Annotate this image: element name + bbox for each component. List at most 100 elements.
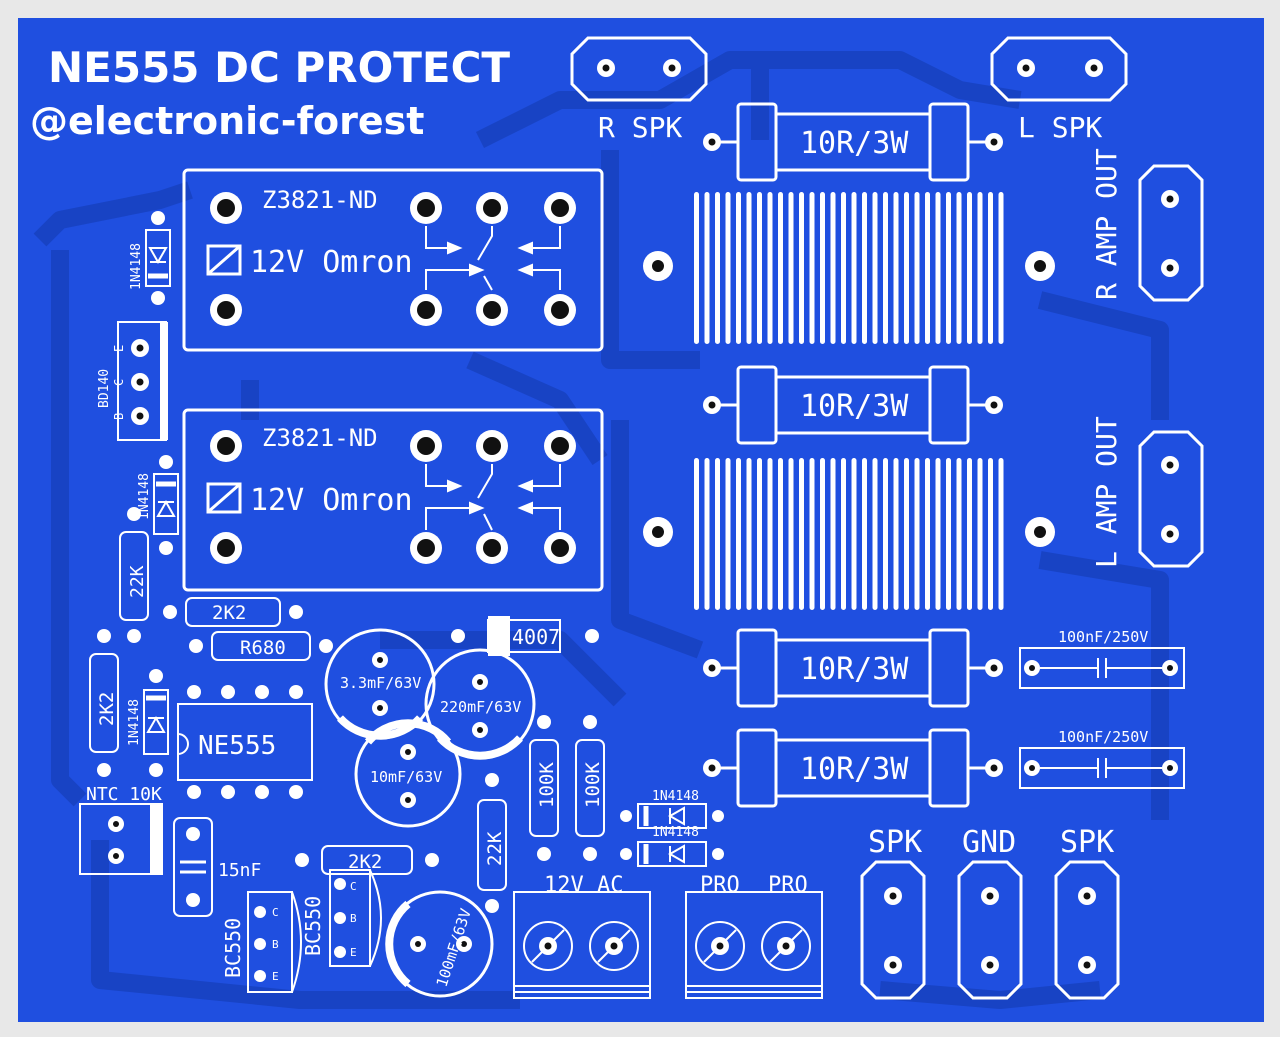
heatsink-fin xyxy=(746,192,752,344)
ic-ne555: NE555 xyxy=(177,703,313,781)
heatsink-fin xyxy=(820,458,825,610)
r-680-label: R680 xyxy=(240,637,286,659)
board-title: NE555 DC PROTECT xyxy=(48,43,510,92)
l-amp-out-label: L AMP OUT xyxy=(1090,416,1123,568)
ne555-label: NE555 xyxy=(198,731,276,761)
transistor-bd140: BD140 E C B xyxy=(97,321,168,441)
heatsink-fin xyxy=(725,458,731,610)
relay-1-switch-symbol xyxy=(425,226,561,291)
diode-d3-label: 1N4148 xyxy=(127,699,142,746)
heatsink-fin xyxy=(904,192,909,344)
film-cap-2-label: 100nF/250V xyxy=(1058,728,1148,746)
r-2k2-a-label: 2K2 xyxy=(212,602,246,624)
ic-pin xyxy=(187,685,201,699)
cap-3m3: 3.3mF/63V xyxy=(324,628,436,740)
heatsink-fin xyxy=(967,458,972,610)
heatsink-fin xyxy=(998,192,1004,344)
relay-1-part: Z3821-ND xyxy=(262,186,378,214)
heatsink-fin xyxy=(851,458,857,610)
power-resistor-4: 10R/3W xyxy=(703,728,1003,808)
r-100k-b-label: 100K xyxy=(582,762,604,808)
heatsink-fin xyxy=(715,458,720,610)
cap-220m-label: 220mF/63V xyxy=(440,698,521,716)
heatsink-fin xyxy=(935,192,941,344)
diode-4007: 4007 xyxy=(451,616,599,656)
heatsink-fin xyxy=(767,458,773,610)
heatsink-mount-holes xyxy=(643,251,1055,547)
heatsink-fin xyxy=(956,458,962,610)
r-2k2-c-label: 2K2 xyxy=(348,851,382,873)
pro-terminal: PRO PRO xyxy=(685,873,823,999)
bd140-pin-c: C xyxy=(112,379,126,386)
heatsink-fin xyxy=(809,192,815,344)
bd140-label: BD140 xyxy=(97,369,112,408)
bc550-a-pin-b: B xyxy=(272,938,279,951)
heatsink-fin xyxy=(830,458,836,610)
heatsink-fin xyxy=(820,192,825,344)
ac-input-label: 12V AC xyxy=(544,873,623,898)
power-resistor-1: 10R/3W xyxy=(703,102,1003,182)
diode-d5-label: 1N4148 xyxy=(652,825,699,840)
heatsink-fin xyxy=(788,458,794,610)
heatsink-fin xyxy=(893,192,899,344)
spk-terminal-left-label: SPK xyxy=(868,825,922,860)
film-cap-1-label: 100nF/250V xyxy=(1058,628,1148,646)
heatsink-fin xyxy=(862,458,867,610)
power-resistor-1-label: 10R/3W xyxy=(800,126,909,161)
heatsink-fin xyxy=(778,192,783,344)
relay-2-switch-symbol xyxy=(425,464,561,531)
bc550-b-pin-e: E xyxy=(350,946,357,959)
heatsink-fin xyxy=(935,458,941,610)
bd140-pin-b: B xyxy=(112,413,126,420)
ic-pin xyxy=(255,685,269,699)
ac-input-terminal: 12V AC xyxy=(513,873,651,999)
r-100k-a-label: 100K xyxy=(536,762,558,808)
heatsink-fin xyxy=(725,192,731,344)
resistor-100k-a: 100K xyxy=(529,715,559,861)
relay-1: Z3821-ND 12V Omron xyxy=(182,168,604,352)
heatsink-fin xyxy=(914,192,920,344)
relay-2-part: Z3821-ND xyxy=(262,424,378,452)
resistor-100k-b: 100K xyxy=(575,715,605,861)
heatsink-fin xyxy=(977,458,983,610)
heatsink-fin xyxy=(851,192,857,344)
ic-pin xyxy=(221,785,235,799)
heatsink-fin xyxy=(757,192,762,344)
power-resistor-2-label: 10R/3W xyxy=(800,389,909,424)
relay-pins xyxy=(210,192,576,564)
bc550-a-pin-c: C xyxy=(272,906,279,919)
heatsink-fin xyxy=(757,458,762,610)
heatsink-fin xyxy=(883,458,888,610)
resistor-r680: R680 xyxy=(189,631,333,661)
ntc-label: NTC 10K xyxy=(86,784,162,805)
r-amp-out-label: R AMP OUT xyxy=(1090,148,1123,300)
r-22k-a-label: 22K xyxy=(127,565,148,598)
film-cap-2: 100nF/250V xyxy=(1019,728,1185,789)
heatsink-fin xyxy=(967,192,972,344)
transistor-bc550-a: C B E BC550 xyxy=(221,891,302,993)
heatsink-fin xyxy=(746,458,752,610)
diode-d1: 1N4148 xyxy=(129,211,171,305)
relay-1-label: 12V Omron xyxy=(250,245,413,280)
cap-15nf: 15nF xyxy=(173,817,261,917)
ne555-pins xyxy=(187,685,303,799)
film-cap-1: 100nF/250V xyxy=(1019,628,1185,689)
ic-pin xyxy=(221,685,235,699)
heatsink-fin xyxy=(914,458,920,610)
power-resistor-4-label: 10R/3W xyxy=(800,752,909,787)
board-subtitle: @electronic-forest xyxy=(30,99,424,143)
heatsink-fin xyxy=(799,458,804,610)
cap-220m: 220mF/63V xyxy=(424,648,536,760)
r-spk-connector: R SPK xyxy=(570,36,708,144)
transistor-bc550-b: C B E BC550 xyxy=(301,869,382,967)
heatsink-fin xyxy=(736,192,741,344)
heatsink-fin xyxy=(977,192,983,344)
diode-d5: 1N4148 xyxy=(620,825,724,867)
spk-terminal-left: SPK xyxy=(860,825,926,1000)
r-amp-out-connector: R AMP OUT xyxy=(1090,148,1204,302)
heatsink-fin xyxy=(704,458,710,610)
resistor-2k2-a: 2K2 xyxy=(163,597,303,627)
l-spk-label: L SPK xyxy=(1018,111,1102,144)
diode-d4-label: 1N4148 xyxy=(652,789,699,804)
heatsink-fin xyxy=(704,192,710,344)
